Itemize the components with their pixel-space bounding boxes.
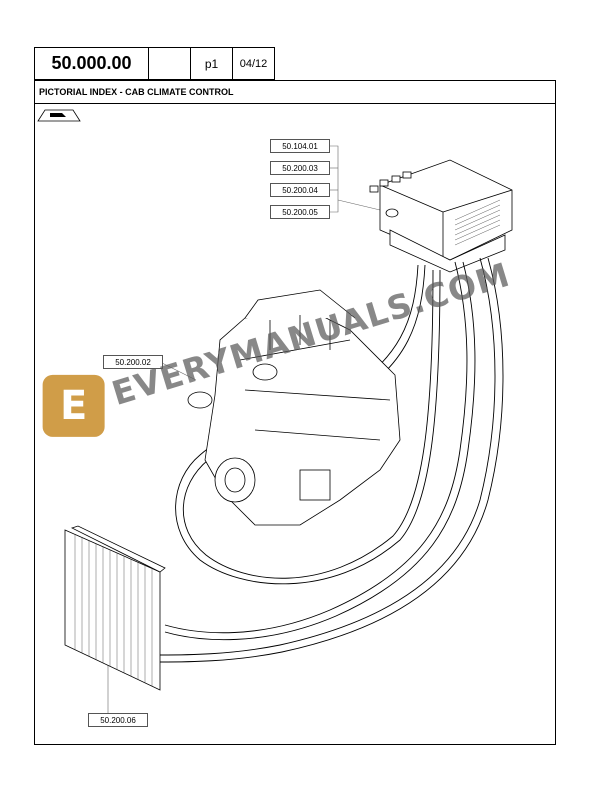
callout-50-200-06[interactable]: 50.200.06 [88,713,148,727]
watermark-logo-letter: E [59,382,88,429]
engine [187,289,401,526]
climate-unit [369,159,513,273]
illustration-frame [34,103,556,745]
page-turn-icon[interactable] [37,109,81,122]
watermark-logo-icon: E [42,374,105,437]
heat-exchanger [64,525,166,691]
callout-50-104-01[interactable]: 50.104.01 [270,139,330,153]
callout-50-200-03[interactable]: 50.200.03 [270,161,330,175]
revision-date: 04/12 [232,47,275,80]
callout-50-200-04[interactable]: 50.200.04 [270,183,330,197]
callout-50-200-02[interactable]: 50.200.02 [103,355,163,369]
callout-50-200-05[interactable]: 50.200.05 [270,205,330,219]
